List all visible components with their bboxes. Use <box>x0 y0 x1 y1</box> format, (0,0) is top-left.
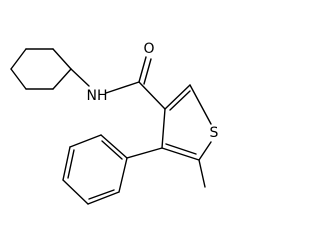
thiophene-ring <box>161 84 212 161</box>
bond <box>165 143 197 155</box>
structure-canvas: O NH S <box>10 41 219 205</box>
bond-thiophene-phenyl <box>126 147 163 159</box>
bond <box>100 134 128 159</box>
bond <box>169 90 191 111</box>
carbonyl-double-bond <box>138 56 152 85</box>
bond <box>189 84 212 125</box>
bond-n-carbonyl <box>105 81 140 94</box>
bond <box>69 134 102 148</box>
bond <box>62 179 89 205</box>
bond <box>52 48 72 70</box>
bond-carbonyl-thiophene <box>138 81 166 110</box>
bond <box>101 140 123 160</box>
bond <box>52 68 72 90</box>
bond <box>10 68 27 90</box>
bond <box>161 108 166 149</box>
bond-cyclohexyl-n <box>70 68 90 87</box>
cyclohexane-ring <box>10 48 72 90</box>
bond <box>62 146 71 181</box>
nh-label: NH <box>87 88 108 104</box>
bond <box>118 157 128 193</box>
bond <box>198 141 212 161</box>
bond <box>10 48 27 70</box>
molecule-diagram: O NH S <box>10 41 219 205</box>
bond <box>143 58 152 85</box>
methyl-bond <box>198 159 206 188</box>
bond <box>161 147 200 161</box>
bond <box>138 56 147 83</box>
bond <box>87 191 120 205</box>
sulfur-label: S <box>210 125 219 141</box>
phenyl-ring <box>62 134 128 205</box>
bond <box>88 189 115 200</box>
bond <box>67 149 75 179</box>
oxygen-label: O <box>143 41 154 57</box>
bond <box>164 84 191 110</box>
